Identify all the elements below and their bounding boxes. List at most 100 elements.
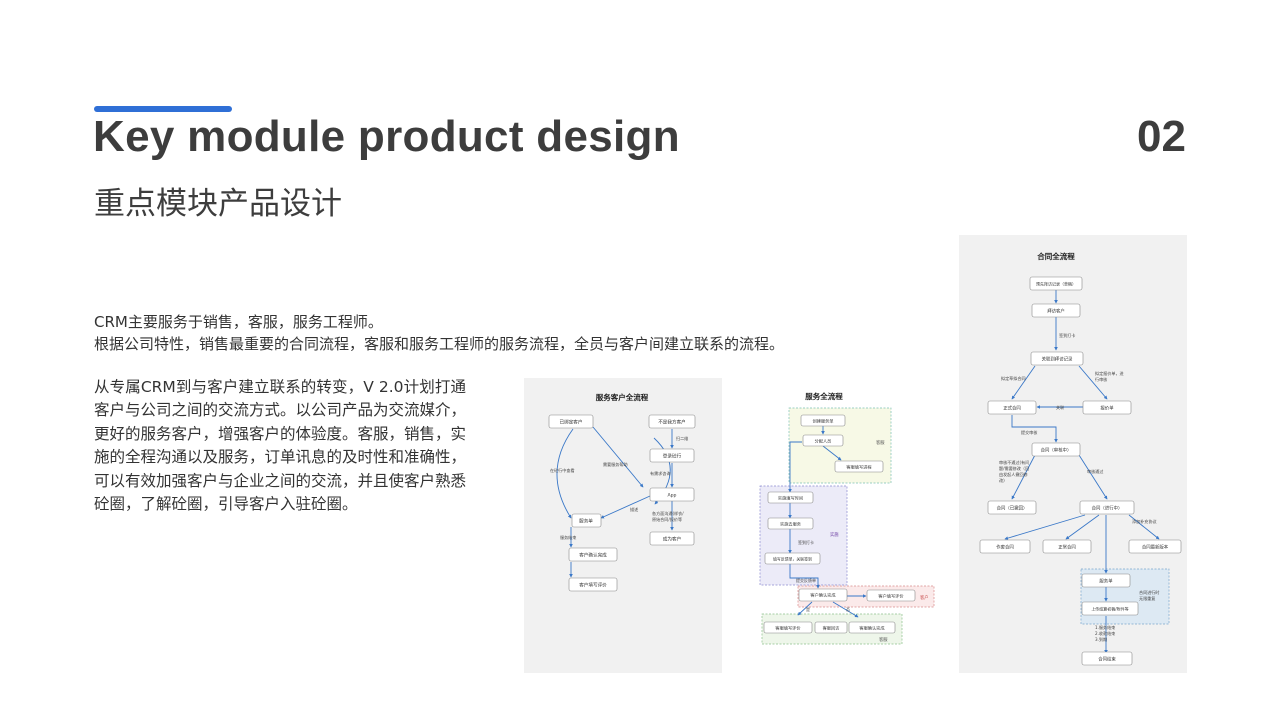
node-upload [1081,601,1139,616]
label-approved: 审核通过 [1087,468,1103,474]
node-assign [802,434,844,447]
label-need-help: 需要服务帮助 [603,461,628,467]
node-cs-progress-label: 客服填写进程 [846,464,872,471]
diagram-title: 服务全流程 [805,391,843,401]
label-contact-1: 各方面沟通(样衣/ [652,510,684,516]
node-cs-callback [814,621,848,634]
node-visit-label: 拜访客户 [1047,308,1065,315]
node-quote [1082,400,1132,415]
description-paragraph: 从专属CRM到与客户建立联系的转变，V 2.0计划打通客户与公司之间的交流方式。… [94,378,467,514]
group-impl-label: 实施 [830,531,839,538]
label-draft-formal: 拟定草拟合同 [1001,375,1026,381]
node-become-customer [649,531,695,546]
node-fill-time-label: 实施填写时间 [778,495,803,502]
node-app-label: App [668,493,677,499]
node-cs-review-label: 客服填写评价 [775,625,801,632]
node-void-label: 作废合同 [996,544,1014,551]
label-reject-2: 题/需要修改（回 [999,465,1029,471]
node-app [649,487,695,502]
node-latest [1128,539,1182,554]
node-create-order [800,414,846,427]
node-impl-service [767,517,814,530]
node-customer-confirm-label: 客户确认完成 [579,552,607,559]
intro-line-2: 根据公司特性，销售最重要的合同流程，客服和服务工程师的服务流程，全员与客户间建立… [94,335,785,353]
node-normal-label: 正常合同 [1058,544,1076,551]
node-customer-review-label: 客户填写评价 [579,582,607,589]
diagram-title: 服务客户全流程 [596,392,649,402]
node-cs-progress [834,460,884,473]
node-quote-label: 报价单 [1100,405,1114,412]
label-checkin: 签到打卡 [1059,332,1075,338]
node-service-order [571,513,602,528]
node-fill-feedback [764,552,821,565]
node-bound-customer-label: 已绑定客户 [560,419,583,426]
group-cs2-label: 客服 [879,636,888,643]
label-reject-1: 审核不通过(有问 [999,459,1029,465]
page-title-en: Key module product design [93,112,680,161]
node-rejected-label: 合同（已撤回） [997,505,1028,512]
intro-text: CRM主要服务于销售，客服，服务工程师。 根据公司特性，销售最重要的合同流程，客… [94,311,854,355]
label-link: 关联 [1056,404,1064,410]
node-link-record [1030,351,1084,366]
label-end-note-2: 2.收款结束 [1095,630,1115,636]
node-contract-review [1031,442,1081,457]
node-fill-feedback-label: 填写反馈单，关联签到 [773,557,812,562]
label-has-need: 有需求咨询 [650,470,670,476]
node-create-order-label: 创建服务单 [813,418,834,425]
group-customer-label: 客户 [920,594,929,601]
diagram-title: 合同全流程 [1037,251,1075,261]
intro-line-1: CRM主要服务于销售，客服，服务工程师。 [94,313,383,331]
node-unbound-customer-label: 不是我方客户 [658,419,686,426]
label-reject-4: 改) [999,477,1005,483]
node-customer-confirm [568,547,618,562]
service-customer-flowchart: 服务客户全流程 已绑定客户 不是我方客户 登录砼行 App 成为客户 服务单 客… [524,378,722,673]
label-submit-feedback: 提交反馈单 [796,577,816,583]
node-become-customer-label: 成为客户 [663,536,681,543]
label-no: 否 [846,607,850,612]
node-ended [1081,651,1133,666]
label-checkin: 签到打卡 [798,539,814,545]
label-draft-quote-2: 行审核 [1095,376,1107,382]
node-ended-label: 合同结束 [1098,656,1116,663]
node-login [649,448,695,463]
node-in-progress-label: 合同（进行中） [1092,505,1123,512]
label-draft-quote-1: 拟定报价单，进 [1095,370,1124,376]
node-pre-record-label: 预先拜访记录（草稿） [1036,281,1076,287]
service-process-flowchart: 服务全流程 客服 实施 客户 客服 创建服务单 分配人员 [758,378,938,648]
contract-process-flowchart: 合同全流程 预先拜访记录（草稿） 拜访客户 关联到拜 [959,235,1187,673]
label-online-view: 在砼行中查看 [550,467,575,473]
label-relay: 描述 [630,506,638,512]
label-repeat-2: 无限重复 [1139,595,1155,601]
node-service-order-label: 服务单 [1099,578,1113,585]
node-service-order-label: 服务单 [579,518,593,525]
label-service-end: 服务结束 [560,534,576,540]
title-accent-bar [94,106,232,112]
node-impl-service-label: 实施去服务 [780,521,802,528]
node-unbound-customer [648,414,696,429]
label-submit-review: 提交审核 [1021,429,1037,435]
node-cs-confirm [848,621,896,634]
node-pre-record [1029,276,1083,291]
node-login-label: 登录砼行 [663,453,682,460]
label-repeat-1: 合同进行时 [1139,589,1159,595]
node-rejected [987,500,1037,515]
node-contract-review-label: 合同（审核中） [1041,447,1072,454]
node-link-record-label: 关联到拜访记录 [1042,356,1073,363]
node-customer-review-label: 客户填写评价 [878,593,904,600]
node-visit [1031,303,1081,318]
label-contact-2: 原始合同/报价等 [652,516,682,522]
page-title-zh: 重点模块产品设计 [94,186,342,222]
label-reject-3: 由发起人撤回修 [999,471,1028,477]
label-scan: 扫二维 [676,435,688,441]
node-assign-label: 分配人员 [815,438,832,445]
node-in-progress [1079,500,1135,515]
label-add-supplement: 添加补充协议 [1132,518,1157,524]
label-end-note-1: 1.服务结束 [1095,624,1115,630]
node-latest-label: 合同最新版本 [1142,544,1169,551]
node-fill-time [767,491,814,504]
page-number: 02 [1137,112,1186,161]
node-cs-confirm-label: 客服确认完成 [859,625,884,632]
node-formal [987,400,1037,415]
node-customer-review [866,589,916,602]
node-normal [1042,539,1092,554]
